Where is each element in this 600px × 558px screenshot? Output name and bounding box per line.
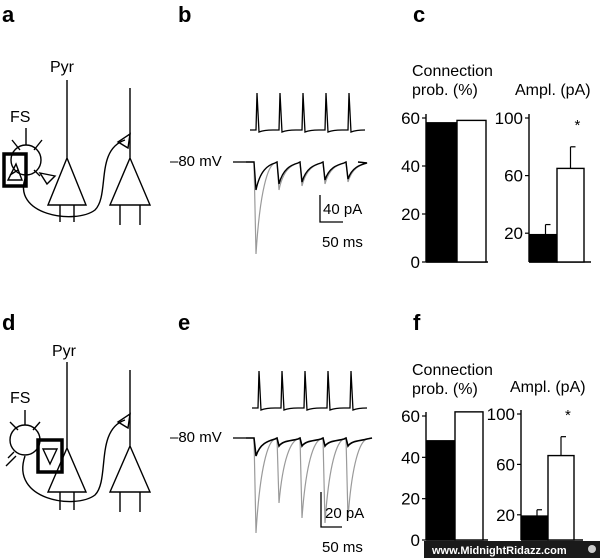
axon-terminal <box>116 412 131 430</box>
fs-interneuron <box>9 424 41 456</box>
bar-filled <box>426 440 456 541</box>
y-tick-label: 20 <box>504 224 523 243</box>
pyramidal-neuron-1 <box>46 362 88 510</box>
ipsc-trace-control <box>246 437 373 534</box>
pyramidal-neuron-2 <box>108 370 152 512</box>
panel-label-f: f <box>413 310 421 335</box>
y-tick-label: 60 <box>504 167 523 186</box>
fs-axon <box>22 419 126 503</box>
chart-title: Connection <box>412 362 493 379</box>
axon-terminal-1 <box>116 132 131 150</box>
y-tick-label: 20 <box>401 490 420 509</box>
pyramidal-neuron-1 <box>46 80 88 222</box>
chart-title: Ampl. (pA) <box>515 82 591 99</box>
ipsc-trace-average <box>246 160 368 191</box>
traces-bottom: –80 mV 20 pA 50 ms <box>170 370 373 556</box>
bar-filled <box>521 515 549 541</box>
panel-label-b: b <box>178 2 191 27</box>
pyr-label: Pyr <box>52 343 77 360</box>
y-tick-label: 100 <box>487 405 515 424</box>
fs-label: FS <box>10 109 30 126</box>
schematic-bottom: Pyr FS <box>5 343 152 512</box>
scale-x-label: 50 ms <box>322 234 363 251</box>
ipsc-trace-control <box>246 161 368 255</box>
skull-icon <box>588 545 596 553</box>
bar-filled <box>426 122 457 263</box>
bar-open <box>456 119 487 263</box>
highlight-box <box>2 152 28 188</box>
fs-dendrites <box>9 128 43 177</box>
traces-top: –80 mV 40 pA 50 ms <box>170 92 368 255</box>
pyramidal-neuron-2 <box>108 88 152 225</box>
y-tick-label: 60 <box>401 407 420 426</box>
y-tick-label: 20 <box>496 506 515 525</box>
scale-bar <box>319 195 343 223</box>
fs-dendrites <box>5 410 41 467</box>
y-tick-label: 40 <box>401 448 420 467</box>
presynaptic-spike-trace <box>252 370 368 411</box>
scale-bar <box>320 492 342 528</box>
schematic-top: Pyr FS <box>2 59 152 225</box>
presynaptic-spike-trace <box>250 92 366 133</box>
axon-marker <box>41 448 59 466</box>
y-tick-label: 20 <box>401 205 420 224</box>
panel-label-a: a <box>2 2 15 27</box>
highlight-box <box>36 438 64 474</box>
chart-title: prob. (%) <box>412 381 478 398</box>
significance-marker: * <box>565 407 571 424</box>
y-tick-label: 100 <box>495 109 523 128</box>
watermark: www.MidnightRidazz.com <box>424 541 600 558</box>
voltage-label: –80 mV <box>170 153 222 170</box>
voltage-label: –80 mV <box>170 429 222 446</box>
chart-title: Ampl. (pA) <box>510 379 586 396</box>
bar-open <box>556 167 585 263</box>
soma-marker <box>6 162 24 181</box>
axon-terminal-2 <box>38 171 57 186</box>
y-tick-label: 40 <box>401 157 420 176</box>
y-tick-label: 0 <box>411 531 420 550</box>
scale-y-label: 20 pA <box>325 505 364 522</box>
watermark-text: www.MidnightRidazz.com <box>431 545 567 557</box>
ipsc-trace-average <box>246 436 373 457</box>
bar-filled <box>529 233 558 263</box>
panel-label-e: e <box>178 310 190 335</box>
significance-marker: * <box>575 117 581 134</box>
panel-label-c: c <box>413 2 425 27</box>
chart-title: prob. (%) <box>412 82 478 99</box>
fs-label: FS <box>10 390 30 407</box>
y-tick-label: 60 <box>401 109 420 128</box>
chart-title: Connection <box>412 63 493 80</box>
scale-y-label: 40 pA <box>323 201 362 218</box>
y-tick-label: 0 <box>411 253 420 272</box>
bar-open <box>454 411 484 541</box>
bar-open <box>547 454 575 541</box>
fs-axon <box>22 139 126 218</box>
panel-label-d: d <box>2 310 15 335</box>
pyr-label: Pyr <box>50 59 75 76</box>
watermark-background <box>424 541 600 558</box>
scale-x-label: 50 ms <box>322 539 363 556</box>
y-tick-label: 60 <box>496 455 515 474</box>
